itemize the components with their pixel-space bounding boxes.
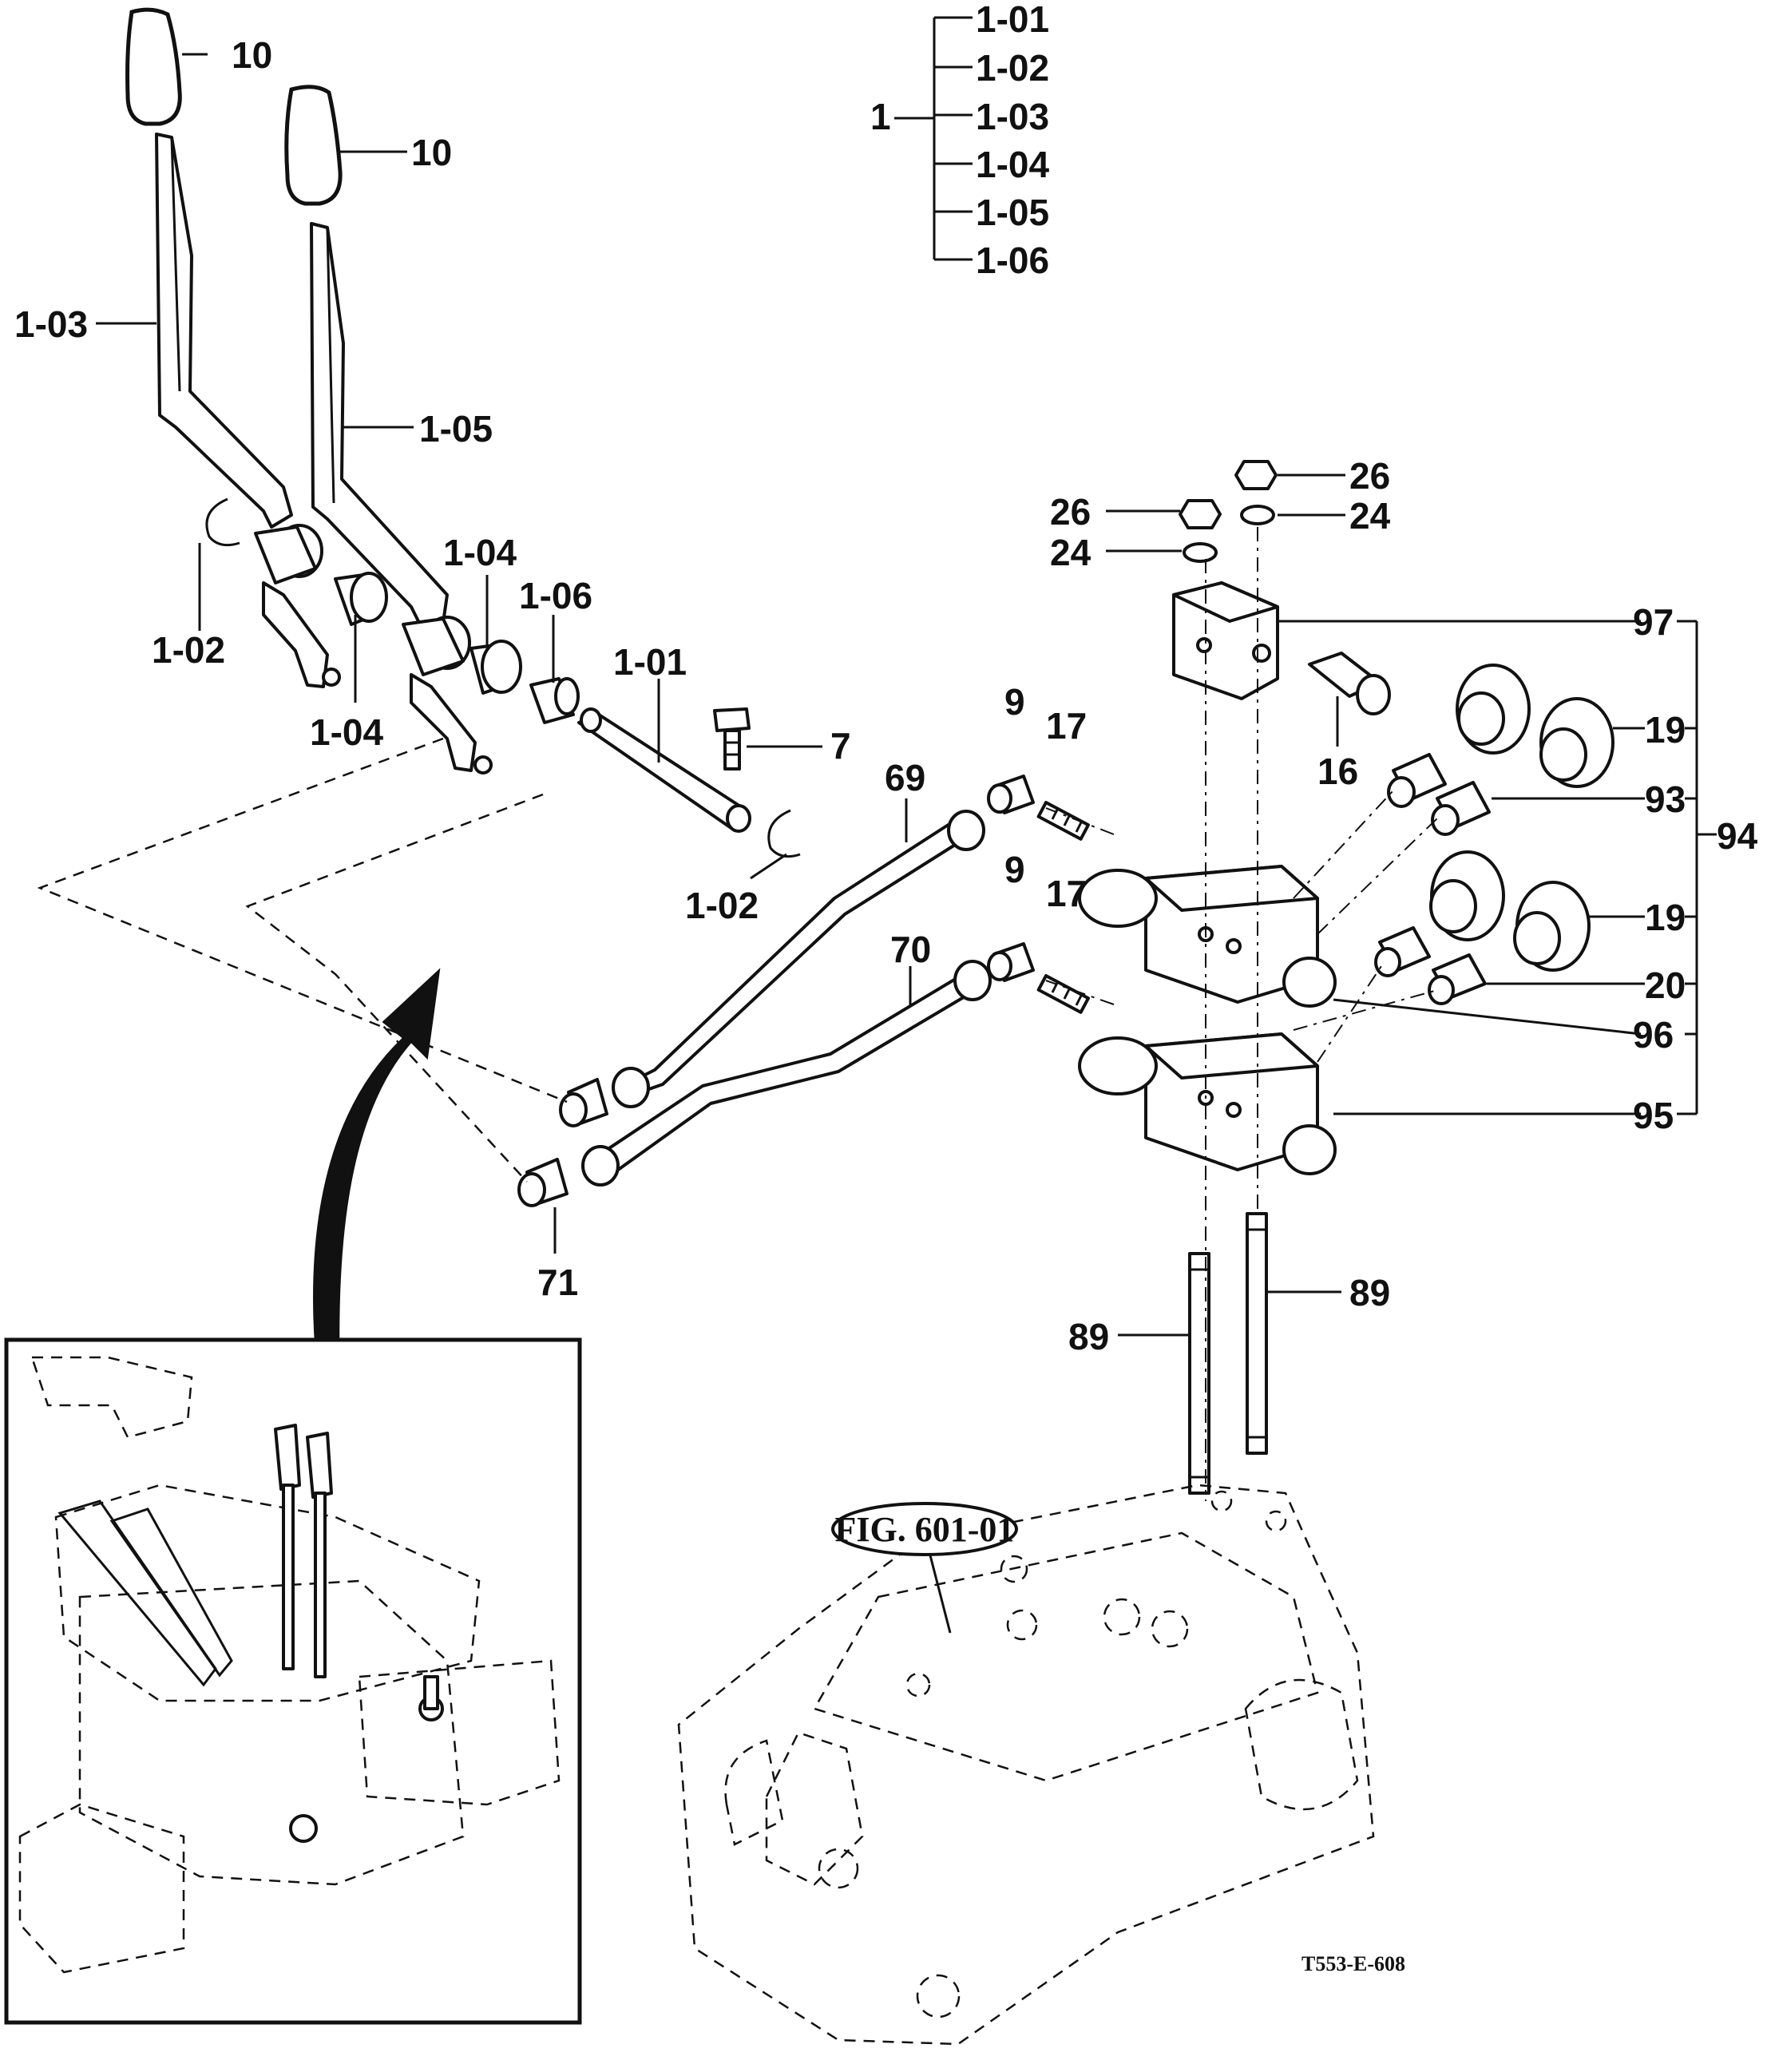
control-lever-left (155, 133, 293, 529)
gearbox-housing (677, 1484, 1375, 2046)
pivot-shaft (577, 713, 748, 832)
label-valve-upper: 96 (1633, 1014, 1674, 1056)
washer-24-left (1183, 542, 1218, 563)
drawing-code: T553-E-608 (1301, 1952, 1405, 1975)
label-stud-right: 89 (1349, 1272, 1390, 1313)
location-arrow (313, 968, 441, 1374)
label-bush-lower: 1-04 (310, 711, 383, 753)
tree-child-1-06: 1-06 (976, 240, 1049, 281)
label-end-plate: 97 (1633, 601, 1674, 643)
label-valve-lower: 95 (1633, 1095, 1674, 1136)
tie-rod-89-right (1246, 1212, 1268, 1455)
label-adapter-upper: 93 (1645, 778, 1686, 820)
coupler-19-lower (1429, 850, 1591, 972)
tree-child-1-01: 1-01 (976, 0, 1049, 40)
stud-17-lower (1036, 974, 1090, 1014)
label-joint-a-9: 9 (1004, 681, 1025, 723)
label-joint-a-17: 17 (1046, 705, 1087, 747)
label-bush-upper: 1-04 (443, 532, 517, 573)
label-plug: 16 (1317, 751, 1358, 792)
label-lever-right: 1-05 (419, 408, 493, 450)
e-clip-left (205, 497, 240, 547)
label-bolt: 7 (830, 725, 851, 767)
label-grip-second: 10 (411, 132, 452, 173)
figure-reference-text: FIG. 601-01 (835, 1510, 1015, 1549)
label-adapter-lower: 20 (1645, 965, 1686, 1006)
coupler-19-upper (1456, 664, 1614, 788)
label-socket-71: 71 (537, 1262, 578, 1303)
tree-root-label: 1 (870, 96, 891, 137)
spool-valve-96 (1078, 865, 1337, 1008)
label-washer-right: 24 (1349, 495, 1391, 537)
nut-26-left (1179, 499, 1222, 529)
linkage-rods (517, 775, 1090, 1254)
label-stud-left: 89 (1068, 1316, 1109, 1357)
label-washer-left: 24 (1050, 532, 1091, 573)
e-clip-right (767, 809, 801, 858)
valve-stack (1045, 460, 1717, 1501)
adapter-20 (1374, 926, 1487, 1005)
spool-valve-95 (1078, 1032, 1337, 1175)
tree-child-1-05: 1-05 (976, 192, 1049, 233)
assembly-tree: 1 1-01 1-02 1-03 1-04 1-05 1-06 (870, 0, 1049, 281)
label-rod-70: 70 (890, 929, 931, 970)
adapter-93 (1387, 753, 1491, 836)
label-clip-left: 1-02 (152, 629, 225, 671)
location-inset (4, 1337, 582, 2025)
flange-bolt (713, 707, 751, 771)
label-joint-b-9: 9 (1004, 849, 1025, 890)
label-shaft: 1-01 (613, 641, 687, 683)
label-grip-top: 10 (232, 34, 272, 76)
tree-child-1-04: 1-04 (976, 144, 1049, 185)
label-nut-top: 26 (1349, 455, 1390, 497)
label-spacer: 1-06 (519, 575, 592, 616)
plug-16 (1308, 652, 1391, 715)
label-group-94: 94 (1717, 815, 1758, 857)
washer-24-right (1240, 505, 1275, 525)
grip-knob-right (284, 85, 343, 206)
lever-assembly (96, 7, 822, 880)
install-outline (37, 737, 568, 1183)
label-nut-left: 26 (1050, 491, 1091, 533)
end-plate-97 (1172, 581, 1279, 700)
label-lever-left: 1-03 (14, 303, 88, 345)
nut-26-top (1234, 460, 1278, 490)
tree-child-1-02: 1-02 (976, 47, 1049, 89)
label-rod-69: 69 (885, 757, 925, 798)
label-coupler-lower: 19 (1645, 897, 1686, 938)
stud-17-upper (1036, 801, 1090, 841)
label-coupler-upper: 19 (1645, 709, 1686, 751)
label-clip-right: 1-02 (685, 885, 759, 926)
tree-child-1-03: 1-03 (976, 96, 1049, 137)
figure-reference-badge: FIG. 601-01 (831, 1502, 1018, 1634)
grip-knob-left (125, 7, 182, 126)
